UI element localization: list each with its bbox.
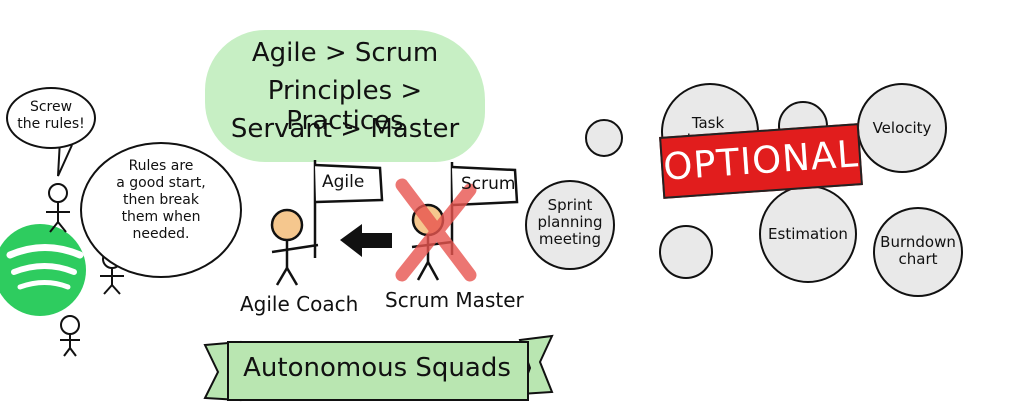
autonomous-squads-text: Autonomous Squads [243,353,511,383]
agile-flag-label: Agile [322,172,365,192]
agile-coach-figure [270,160,384,286]
scrum-master-label: Scrum Master [385,288,524,312]
arrow-left-icon [340,224,392,257]
servant-over-master-text: Servant > Master [230,114,460,144]
gear-lower-left [659,225,713,279]
gear-small-icon [585,119,623,157]
autonomous-squads-banner [203,334,554,402]
rules-bubble: Rules are a good start, then break them … [80,142,242,278]
screw-rules-bubble: Screw the rules! [6,87,96,149]
gear-sprint-planning [525,180,615,270]
principles-over-practices-text: Principles > Practices [267,76,423,136]
burndown-chart-label: Burndown chart [880,233,956,268]
scrum-flag-label: Scrum [461,174,516,194]
rules-text: Rules are a good start, then break them … [116,158,206,242]
squad-member-figure [46,183,70,233]
velocity-label: Velocity [872,119,932,137]
agile-coach-label: Agile Coach [240,292,359,316]
spotify-logo-icon [0,224,86,316]
squad-member-figure [60,315,80,357]
sprint-planning-label: Sprint planning meeting [537,196,603,248]
estimation-label: Estimation [768,225,848,243]
agile-over-scrum-text: Agile > Scrum [251,38,439,68]
cross-out-icon [395,178,477,282]
gear-burndown [873,207,963,297]
principles-cloud: Agile > Scrum Principles > Practices Ser… [205,30,485,162]
screw-rules-text: Screw the rules! [17,99,85,132]
